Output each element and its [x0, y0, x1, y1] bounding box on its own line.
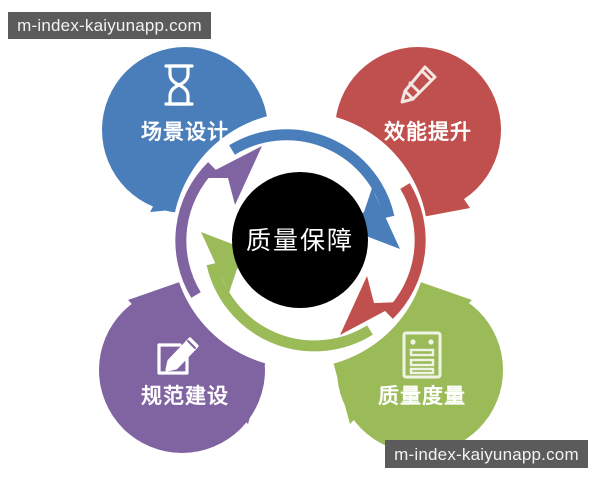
- watermark-bottom: m-index-kaiyunapp.com: [385, 440, 588, 468]
- scenario-design-label: 场景设计: [141, 121, 229, 144]
- arrow-to-scenario-design: [175, 146, 262, 298]
- hourglass-icon: [164, 64, 194, 106]
- standards-building-label: 规范建设: [141, 384, 229, 408]
- center-label: 质量保障: [246, 227, 354, 255]
- edit-square-icon: [157, 337, 199, 375]
- arrow-to-standards-building: [201, 232, 373, 352]
- cycle-arrows-group: [175, 129, 426, 352]
- watermark-top: m-index-kaiyunapp.com: [8, 12, 211, 39]
- pencil-icon: [400, 65, 437, 104]
- arrow-to-quality-metrics: [340, 183, 426, 335]
- efficiency-improvement-label: 效能提升: [384, 120, 472, 144]
- notepad-icon: [402, 331, 442, 379]
- quality-metrics-label: 质量度量: [378, 384, 466, 408]
- center-circle: [232, 172, 368, 308]
- cycle-center[interactable]: 质量保障: [232, 172, 368, 308]
- arrow-to-efficiency-improvement: [229, 129, 400, 249]
